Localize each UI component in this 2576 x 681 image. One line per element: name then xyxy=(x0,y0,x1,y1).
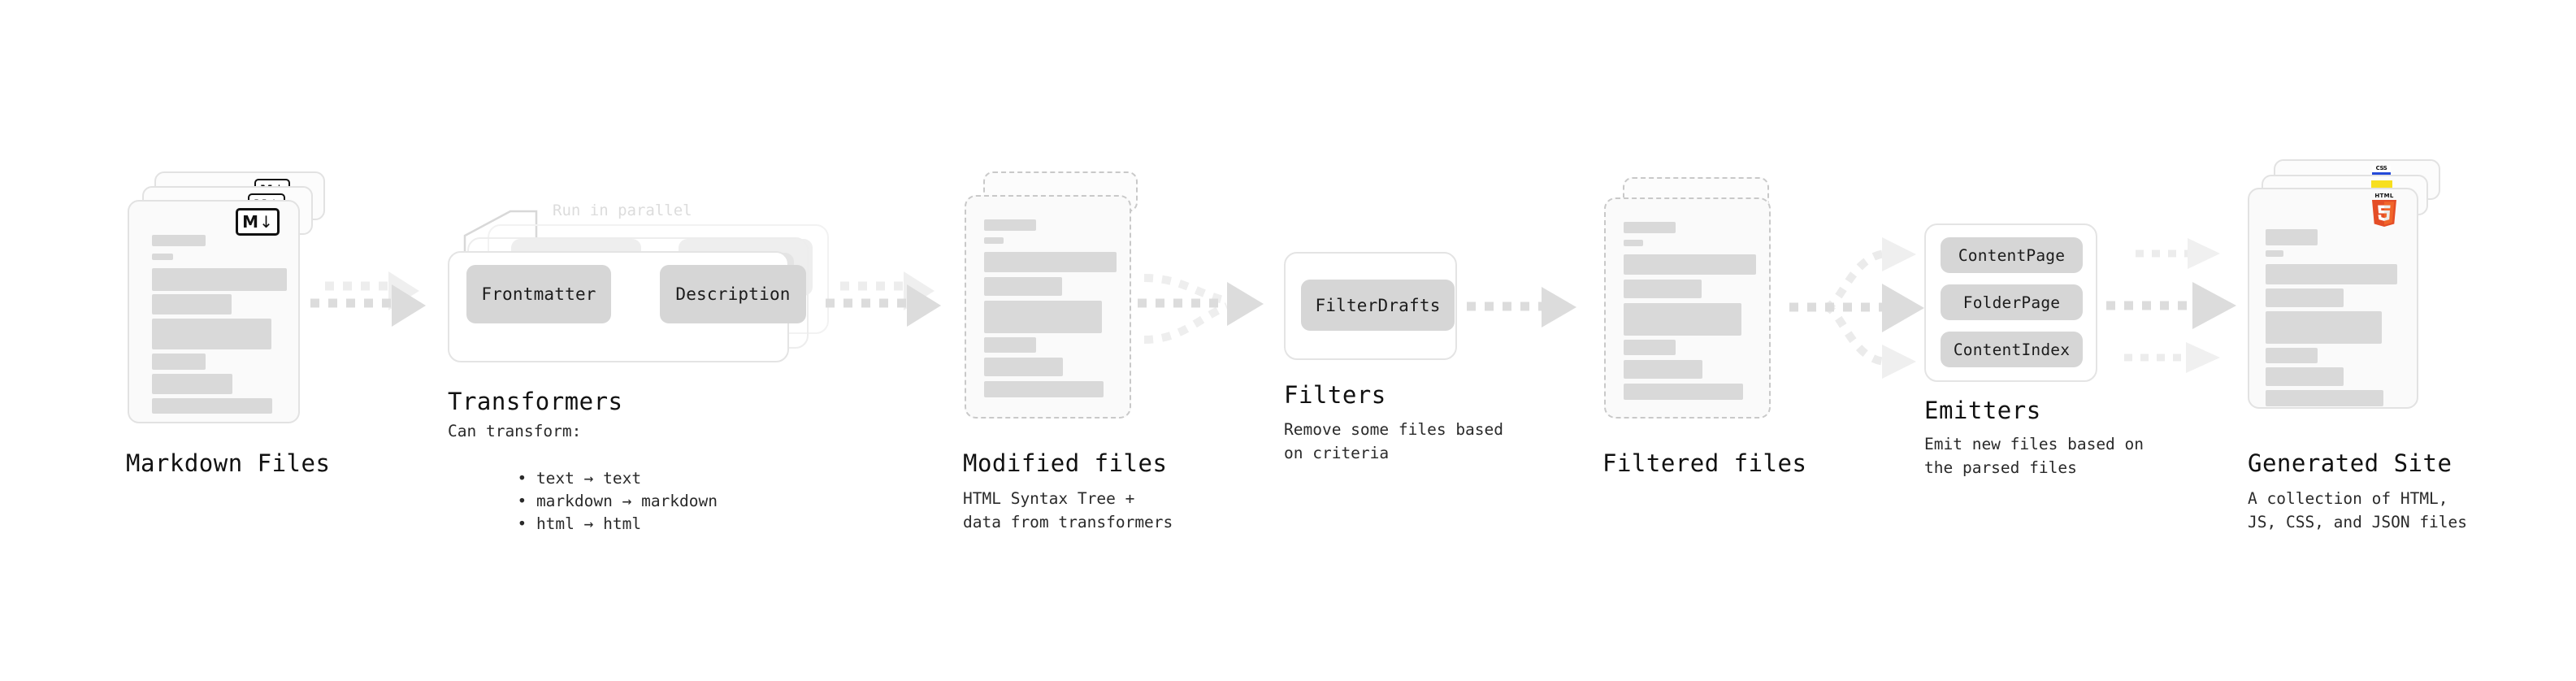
emitter-pill-folderpage[interactable]: FolderPage xyxy=(1941,284,2083,320)
run-in-parallel-label: Run in parallel xyxy=(553,202,692,219)
doc-line xyxy=(2266,229,2318,245)
transformers-bullet-2: • html → html xyxy=(460,489,641,560)
markdown-file-card-front xyxy=(128,200,300,423)
emitter-pill-contentpage[interactable]: ContentPage xyxy=(1941,237,2083,273)
bullet-dot: • xyxy=(517,514,536,533)
doc-line xyxy=(984,252,1117,272)
connector-md-to-transformers xyxy=(307,268,437,333)
doc-line xyxy=(1624,254,1756,275)
stage-label-modified-files: Modified files xyxy=(963,449,1168,477)
stage-label-filtered-files: Filtered files xyxy=(1602,449,1807,477)
connector-filters-to-filtered xyxy=(1467,286,1597,335)
stage-label-generated-site: Generated Site xyxy=(2248,449,2452,477)
doc-line xyxy=(2266,390,2383,406)
stage-label-markdown-files: Markdown Files xyxy=(126,449,331,477)
doc-line xyxy=(1624,340,1676,355)
connector-emitters-to-site xyxy=(2106,233,2261,380)
doc-line xyxy=(984,381,1104,397)
doc-line xyxy=(984,219,1036,231)
doc-line xyxy=(152,398,272,414)
doc-line xyxy=(1624,240,1643,246)
doc-line xyxy=(152,254,173,260)
doc-line xyxy=(984,277,1062,296)
stage-label-emitters: Emitters xyxy=(1924,397,2041,424)
doc-line xyxy=(1624,360,1702,379)
transformers-bullet-0: • text → text xyxy=(460,444,641,514)
doc-line xyxy=(152,354,206,370)
doc-line xyxy=(984,237,1004,244)
doc-line xyxy=(1624,222,1676,233)
doc-line xyxy=(984,337,1036,353)
stage-label-filters: Filters xyxy=(1284,381,1386,409)
svg-text:HTML: HTML xyxy=(2374,193,2393,199)
markdown-badge-letter: M xyxy=(242,212,259,232)
filter-pill-filterdrafts[interactable]: FilterDrafts xyxy=(1301,280,1455,331)
doc-line xyxy=(2266,348,2318,363)
modified-files-description: HTML Syntax Tree + data from transformer… xyxy=(963,489,1173,531)
transformers-description: Can transform: xyxy=(448,422,582,440)
doc-line xyxy=(152,374,232,394)
bullet-dot: • xyxy=(517,491,536,510)
connector-transformers-to-modified xyxy=(822,268,961,333)
doc-line xyxy=(984,301,1102,333)
bullet-text: html → html xyxy=(536,514,642,533)
transformer-pill-description[interactable]: Description xyxy=(660,265,806,323)
doc-line xyxy=(2266,264,2397,284)
doc-line xyxy=(152,294,232,314)
doc-line xyxy=(1624,384,1743,400)
emitter-pill-contentindex[interactable]: ContentIndex xyxy=(1941,332,2083,367)
generated-site-description: A collection of HTML, JS, CSS, and JSON … xyxy=(2248,489,2468,531)
bullet-text: text → text xyxy=(536,468,642,488)
markdown-badge-arrow: ↓ xyxy=(259,212,273,232)
doc-line xyxy=(2266,250,2283,257)
doc-line xyxy=(2266,367,2344,386)
transformer-pill-frontmatter[interactable]: Frontmatter xyxy=(466,265,611,323)
doc-line xyxy=(152,319,271,349)
doc-line xyxy=(152,235,206,246)
run-in-parallel-bracket xyxy=(463,208,561,265)
doc-line xyxy=(1624,303,1741,336)
bullet-text: markdown → markdown xyxy=(536,491,718,510)
markdown-badge-front: M ↓ xyxy=(236,208,280,236)
doc-line xyxy=(1624,280,1702,298)
stage-label-transformers: Transformers xyxy=(448,388,623,415)
modified-file-card-front xyxy=(965,195,1131,419)
connector-filtered-to-emitters xyxy=(1780,236,1934,382)
emitters-description: Emit new files based on the parsed files xyxy=(1924,435,2144,477)
css-badge-underline xyxy=(2372,172,2391,176)
filtered-file-card-front xyxy=(1604,197,1771,419)
site-file-card-front xyxy=(2248,188,2418,409)
doc-line xyxy=(2266,311,2382,344)
css-badge-label: CSS xyxy=(2375,165,2387,171)
doc-line xyxy=(152,268,287,291)
doc-line xyxy=(984,358,1063,376)
connector-modified-to-filters xyxy=(1138,264,1284,354)
bullet-dot: • xyxy=(517,468,536,488)
filters-description: Remove some files based on criteria xyxy=(1284,420,1504,462)
transformers-bullet-1: • markdown → markdown xyxy=(460,466,718,537)
html5-badge: HTML xyxy=(2370,191,2398,227)
doc-line xyxy=(2266,288,2344,307)
